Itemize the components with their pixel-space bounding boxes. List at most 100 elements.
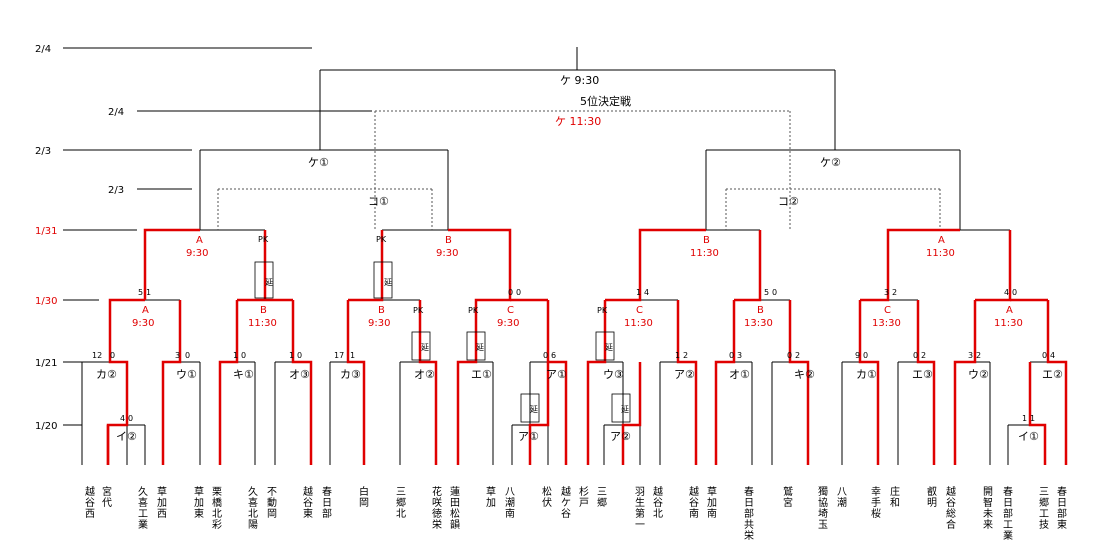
group-label: イ① [1018,430,1039,443]
group-label: エ③ [912,368,933,381]
pk-markers: PK PK PK PK PK [258,235,608,315]
team-name: 越谷総合 [946,485,956,531]
overtime-labels: 延 延 延 延 延 延 延 [265,277,629,414]
score: 1 [636,288,641,297]
team-name: 松伏 [542,485,552,509]
group-label: カ② [96,368,117,381]
time-label: 9:30 [186,248,208,259]
score: 12 [92,351,102,360]
group-label: ア② [674,368,695,381]
score: 0 [128,414,133,423]
score: 0 [772,288,777,297]
group-label: カ① [856,368,877,381]
overtime-boxes [254,261,631,423]
group-label: エ② [1042,368,1063,381]
overtime-label: 延 [530,404,538,414]
group-label: オ② [414,368,435,381]
score: 0 [863,351,868,360]
time-label: 13:30 [744,318,773,329]
score: 2 [683,351,688,360]
time-label: 11:30 [690,248,719,259]
court-label: B [260,305,267,316]
team-name: 幸手桜 [871,486,881,520]
winner-paths [106,228,1068,465]
team-name: 越谷北 [653,485,663,520]
score: 3 [968,351,973,360]
time-label: 11:30 [624,318,653,329]
time-label: 9:30 [368,318,390,329]
group-label: キ② [794,368,815,381]
score: 1 [1030,414,1035,423]
date-label: 2/3 [108,185,124,196]
score: 2 [976,351,981,360]
score: 0 [913,351,918,360]
date-label: 2/4 [35,44,51,55]
score: 0 [297,351,302,360]
score: 4 [1004,288,1009,297]
team-name: 開智未来 [983,486,993,531]
team-name: 蓮田松韻 [450,485,460,531]
consolation-lines [217,110,941,230]
team-name: 鷲宮 [783,485,793,509]
score: 1 [289,351,294,360]
date-guide-lines [63,47,372,426]
score: 0 [729,351,734,360]
pk-label: PK [413,306,424,315]
pk-label: PK [258,235,269,244]
time-label: 11:30 [994,318,1023,329]
court-label: A [142,305,149,316]
final-label: ケ 9:30 [560,74,599,87]
consolation-right-label: コ② [778,195,799,208]
date-label: 2/4 [108,107,124,118]
score: 1 [146,288,151,297]
team-name: 草加東 [194,486,204,520]
time-label: 9:30 [436,248,458,259]
team-name: 八潮南 [505,487,515,520]
court-label: C [884,305,891,316]
time-label: 11:30 [248,318,277,329]
team-name: 草加南 [707,486,717,520]
overtime-label: 延 [621,404,629,414]
score: 3 [175,351,180,360]
team-name: 春日部工業 [1003,486,1013,542]
team-name: 宮代 [102,485,112,509]
score: 1 [233,351,238,360]
team-name: 杉戸 [579,485,589,509]
date-labels: 2/4 2/4 2/3 2/3 1/31 1/30 1/21 1/20 [35,44,124,432]
team-name: 草加 [486,486,496,509]
score: 0 [1042,351,1047,360]
group-label: ア① [518,430,539,443]
team-name: 栗橋北彩 [212,486,222,531]
score: 0 [787,351,792,360]
score: 4 [1050,351,1055,360]
court-label: C [507,305,514,316]
team-name: 久喜北陽 [248,486,258,531]
score: 2 [892,288,897,297]
score-labels: 12 0 3 0 1 0 1 0 17 1 0 6 1 2 0 3 0 2 9 … [92,288,1055,423]
score: 0 [516,288,521,297]
team-name: 三郷北 [396,487,406,520]
overtime-label: 延 [605,342,613,352]
score: 3 [737,351,742,360]
score: 0 [241,351,246,360]
team-name: 白岡 [359,485,369,509]
court-label: C [636,305,643,316]
fifth-place-title: 5位決定戦 [580,94,631,108]
group-label: キ① [233,368,254,381]
time-label: 9:30 [497,318,519,329]
date-label: 1/31 [35,226,57,237]
overtime-label: 延 [265,277,273,287]
team-name: 八潮 [837,487,847,509]
team-name: 越谷南 [689,485,699,520]
score: 4 [644,288,649,297]
date-label: 1/21 [35,358,57,369]
group-label: イ② [116,430,137,443]
group-label: ウ① [176,368,197,381]
semi-right-label: ケ② [820,156,841,169]
team-name: 花咲徳栄 [432,485,442,531]
group-label: オ① [729,368,750,381]
team-name: 不動岡 [267,487,277,520]
group-label: ウ② [968,368,989,381]
